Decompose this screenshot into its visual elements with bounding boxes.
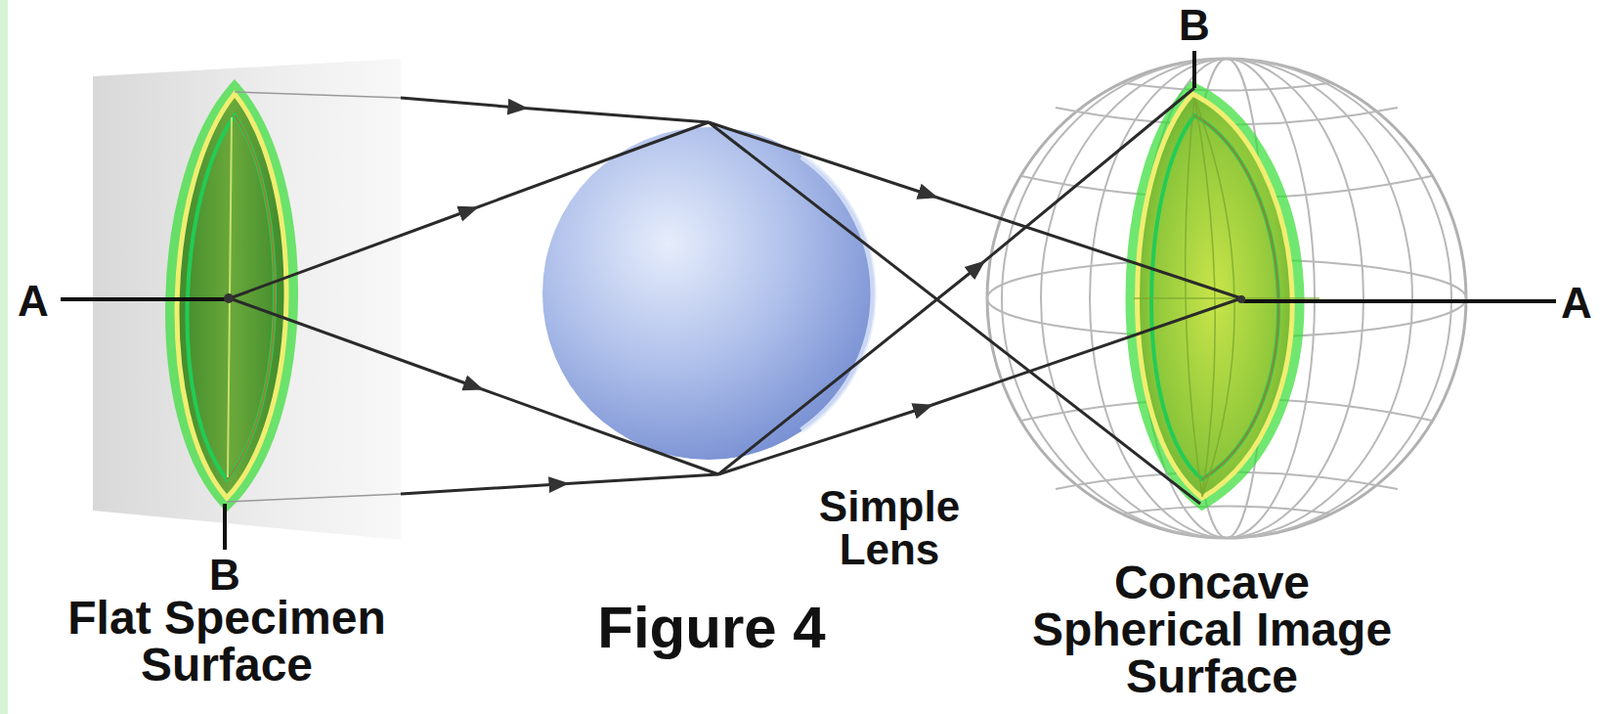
focus-dot [1237,295,1246,303]
axis-lines [60,50,1557,550]
side-strip [0,0,8,714]
focus-dot [223,293,234,303]
light-rays [226,87,1242,504]
axis-label: B [1165,3,1224,47]
surface-caption: Flat Specimen Surface [41,594,413,689]
lens-sphere [542,127,875,460]
surface-caption: Concave Spherical Image Surface [1016,559,1408,700]
specimen-leaf [171,87,293,504]
lens-caption: Simple Lens [801,484,978,571]
axis-label: A [3,279,63,323]
axis-label: B [195,553,255,597]
figure-number: Figure 4 [564,598,859,657]
image-sphere [987,58,1467,538]
image-leaf [1131,87,1321,504]
axis-label: A [1556,281,1597,325]
